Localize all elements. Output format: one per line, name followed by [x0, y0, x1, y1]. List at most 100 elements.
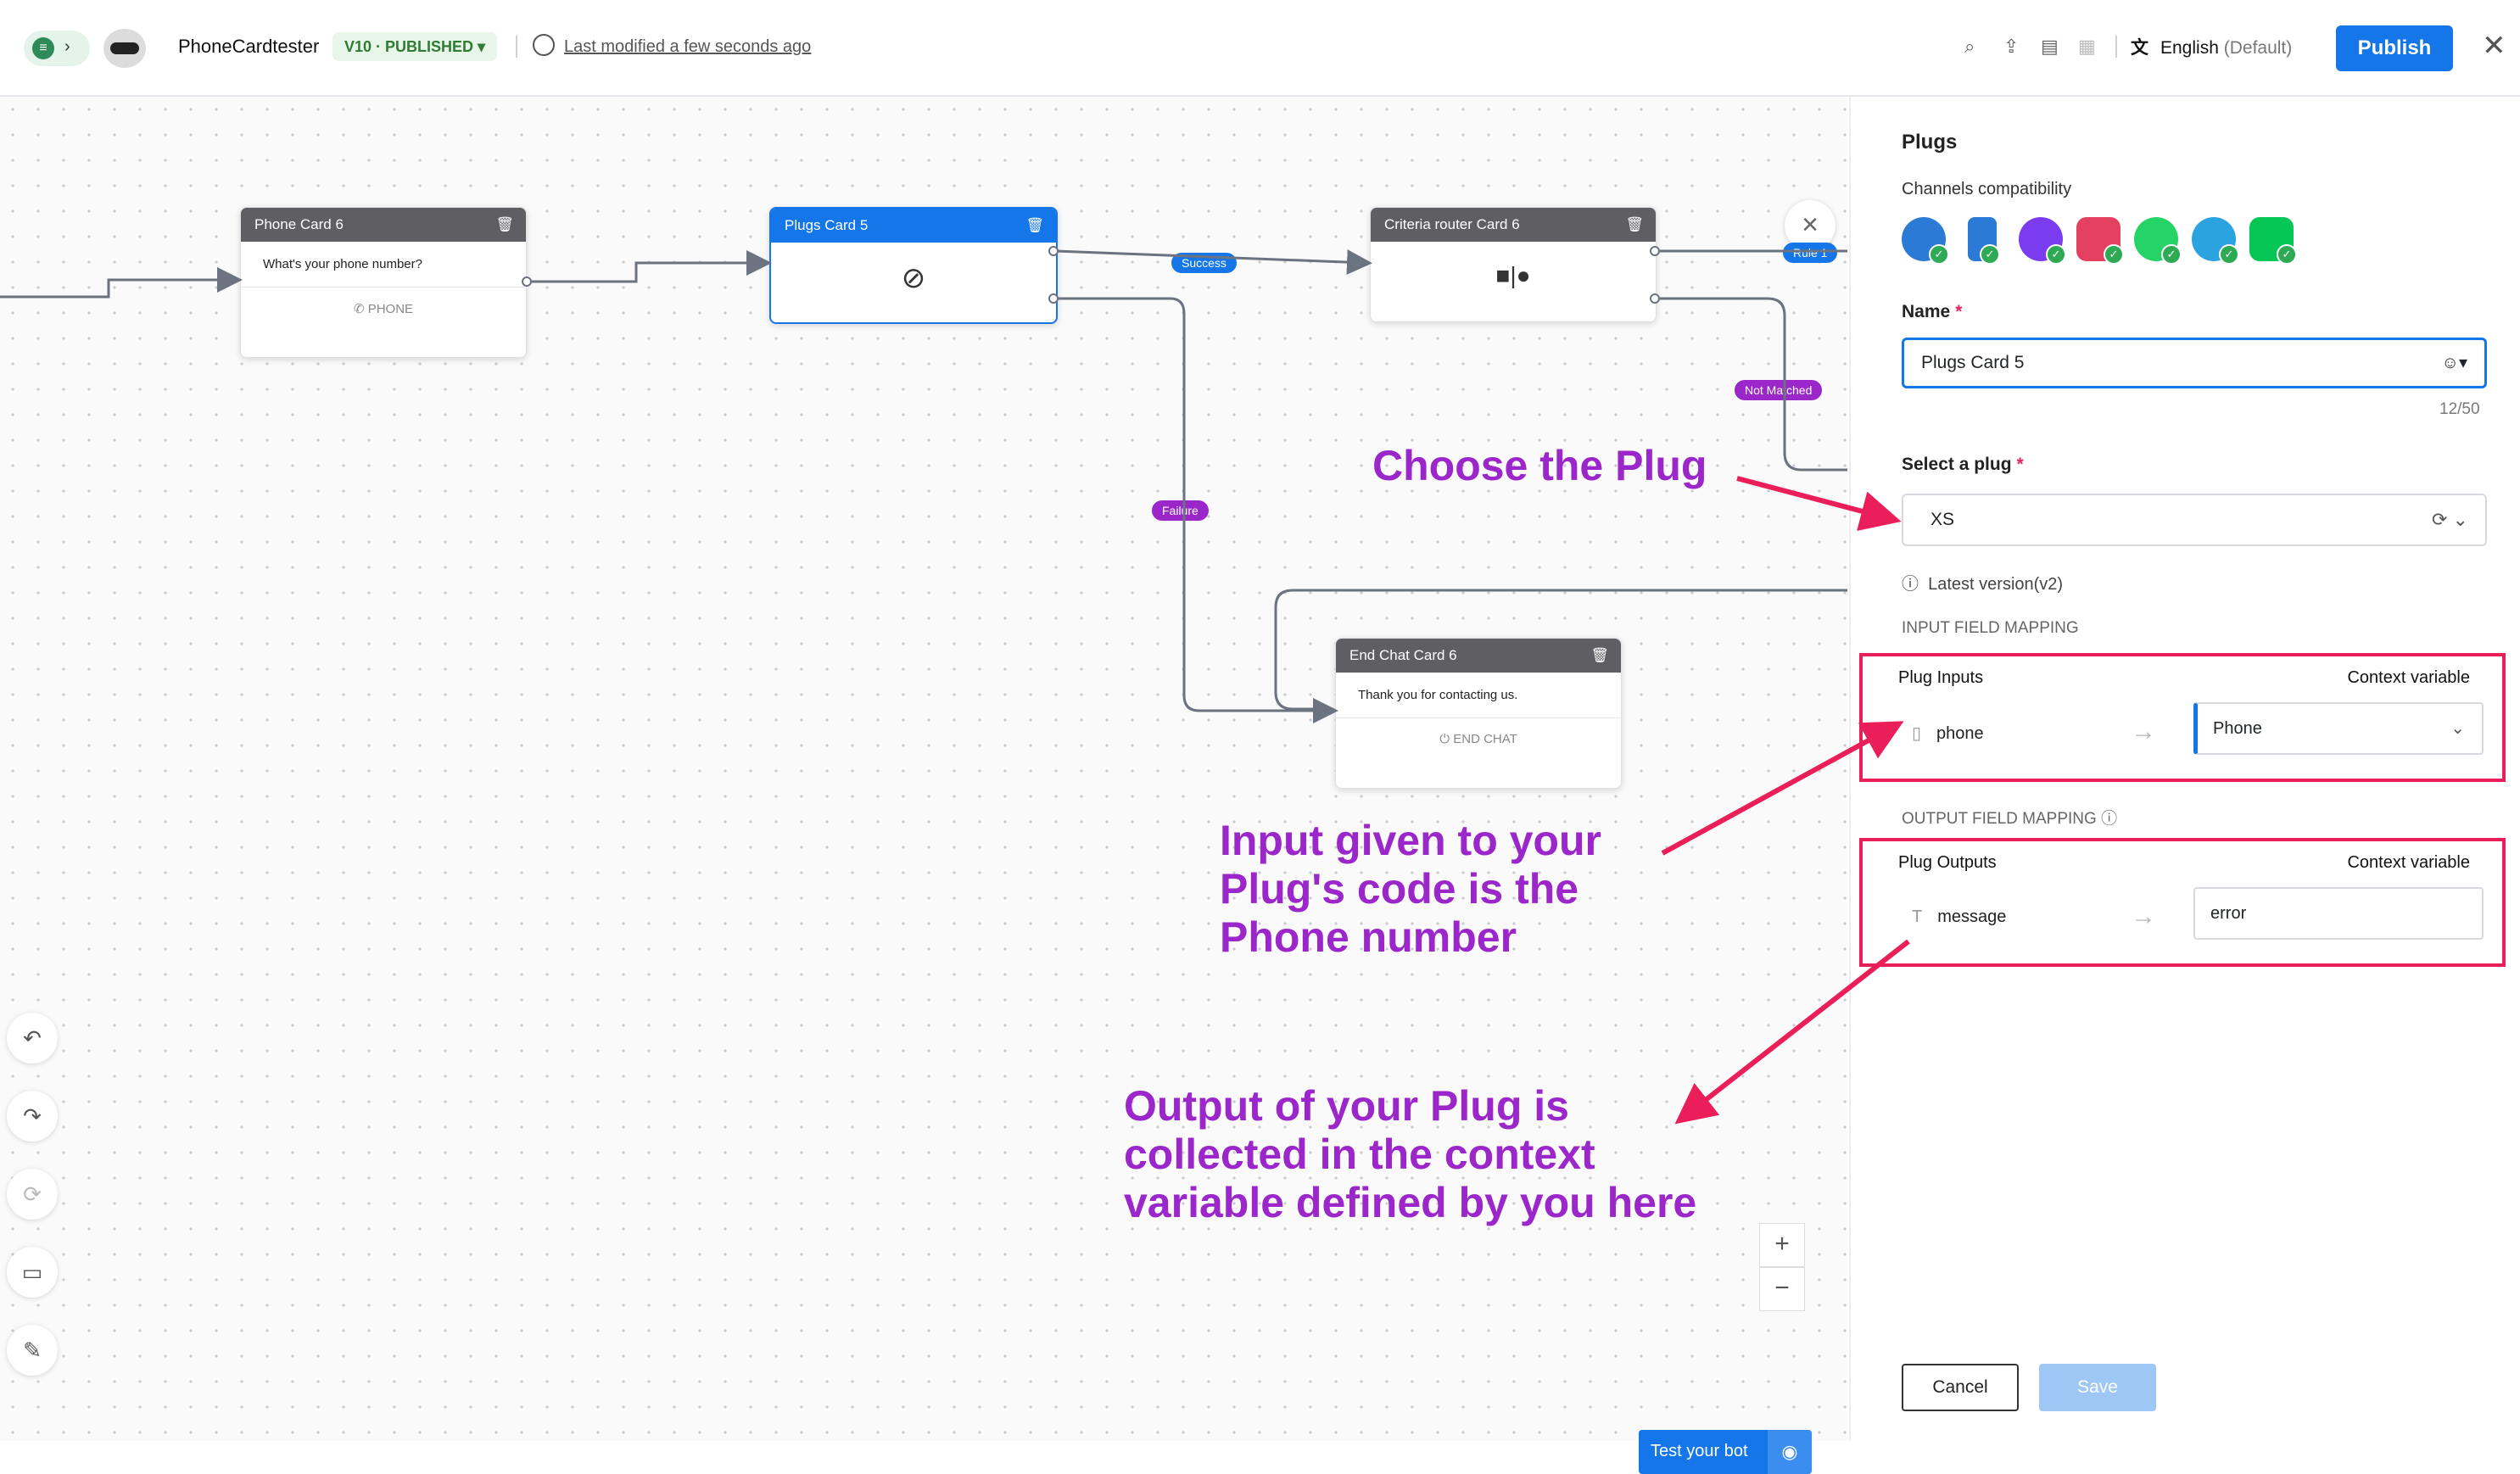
divider [2115, 36, 2117, 58]
input-context-value: Phone [2213, 719, 2262, 738]
divider [516, 36, 517, 58]
card-header: End Chat Card 6 🗑 [1336, 639, 1621, 673]
trash-icon[interactable]: 🗑 [1025, 217, 1044, 233]
refresh-chevron-icon[interactable]: ⟳ ⌄ [2432, 509, 2468, 530]
input-mapping-box: Plug Inputs Context variable ▯phone → Ph… [1859, 653, 2506, 782]
name-input-value: Plugs Card 5 [1921, 353, 2025, 372]
test-bot-label: Test your bot [1651, 1442, 1748, 1460]
output-field-name: message [1937, 907, 2007, 926]
arrow-right-icon: → [2131, 717, 2156, 745]
trash-icon[interactable]: 🗑 [1625, 216, 1644, 232]
not-matched-connector[interactable]: Not Matched [1735, 380, 1823, 400]
plugs-card[interactable]: Plugs Card 5 🗑 ⊘ [769, 207, 1058, 324]
grid-icon[interactable]: ▦ [2078, 36, 2096, 57]
last-modified-link[interactable]: Last modified a few seconds ago [564, 37, 812, 56]
latest-version-text: Latest version(v2) [1928, 575, 2064, 594]
cancel-button[interactable]: Cancel [1902, 1364, 2019, 1411]
annotation-line: Output of your Plug is [1124, 1082, 1569, 1130]
card-header: Phone Card 6 🗑 [241, 208, 526, 242]
redo-icon[interactable]: ↷ [7, 1091, 58, 1142]
arrow-right-icon: → [2131, 902, 2156, 930]
test-bot-button[interactable]: Test your bot ◉ [1639, 1430, 1812, 1474]
success-connector[interactable]: Success [1171, 253, 1237, 273]
annotation-line: Phone number [1220, 913, 1517, 961]
card-footer: ✆ PHONE [241, 287, 526, 330]
input-field: ▯phone [1912, 723, 1984, 744]
failure-connector[interactable]: Failure [1152, 500, 1209, 521]
telegram-channel-icon: ✓ [2192, 217, 2239, 265]
line-channel-icon: ✓ [2249, 217, 2297, 265]
history-icon[interactable] [533, 34, 555, 56]
context-variable-header: Context variable [2347, 668, 2470, 687]
input-context-select[interactable]: Phone ⌄ [2193, 702, 2484, 755]
whatsapp-channel-icon: ✓ [2134, 217, 2182, 265]
criteria-router-card[interactable]: Criteria router Card 6 🗑 ■|● [1370, 207, 1657, 322]
output-context-value: error [2210, 904, 2247, 923]
version-badge[interactable]: V10 · PUBLISHED ▾ [332, 32, 498, 61]
plug-outputs-header: Plug Outputs [1898, 853, 1997, 872]
annotation-line: collected in the context [1124, 1131, 1595, 1178]
card-header: Criteria router Card 6 🗑 [1371, 208, 1656, 242]
plug-select[interactable]: XS ⟳ ⌄ [1902, 494, 2487, 546]
top-bar: ≡ › PhoneCardtester V10 · PUBLISHED ▾ La… [0, 0, 2520, 97]
card-title: Plugs Card 5 [785, 217, 869, 233]
monitor-icon[interactable]: ▭ [7, 1247, 58, 1298]
magic-wand-icon[interactable]: ✎ [7, 1325, 58, 1376]
card-title: End Chat Card 6 [1349, 647, 1457, 663]
phone-card[interactable]: Phone Card 6 🗑 What's your phone number?… [240, 207, 527, 358]
messenger-channel-icon: ✓ [2019, 217, 2066, 265]
plug-inputs-header: Plug Inputs [1898, 668, 1984, 687]
translate-icon: 文 [2131, 38, 2148, 58]
card-message: What's your phone number? [263, 257, 422, 271]
card-footer: ⏻ END CHAT [1336, 717, 1621, 760]
app-menu-toggle[interactable]: ≡ › [24, 31, 90, 66]
layout-icon[interactable]: ▤ [2041, 36, 2059, 57]
language-selector[interactable]: 文 English (Default) [2131, 34, 2292, 59]
name-input[interactable]: Plugs Card 5 ☺▾ [1902, 338, 2487, 388]
card-message: Thank you for contacting us. [1358, 688, 1518, 702]
name-char-count: 12/50 [2439, 400, 2480, 418]
output-mapping-heading: OUTPUT FIELD MAPPING ⓘ [1902, 806, 2117, 829]
mobile-channel-icon: ✓ [1968, 217, 2000, 265]
bot-avatar[interactable] [103, 29, 146, 68]
plug-label-text: Select a plug [1902, 455, 2012, 474]
trash-icon[interactable]: 🗑 [1590, 647, 1609, 663]
annotation-input: Input given to your Plug's code is the P… [1220, 817, 1601, 962]
language-label: English [2160, 38, 2219, 58]
output-mapping-text: OUTPUT FIELD MAPPING [1902, 810, 2097, 828]
card-title: Criteria router Card 6 [1384, 216, 1520, 232]
upload-icon[interactable]: ⇪ [2003, 36, 2020, 57]
rule-connector[interactable]: Rule 1 [1783, 243, 1838, 263]
latest-version: ⓘ Latest version(v2) [1902, 575, 2064, 594]
language-default: (Default) [2223, 38, 2293, 58]
trash-icon[interactable]: 🗑 [495, 216, 514, 232]
annotation-choose-plug: Choose the Plug [1372, 442, 1707, 489]
flow-canvas[interactable]: × Phone Card 6 🗑 What's your phone numbe… [0, 97, 1847, 1474]
channels-label: Channels compatibility [1902, 180, 2072, 198]
annotation-line: Input given to your [1220, 817, 1601, 864]
plugs-panel: Plugs Channels compatibility ✓ ✓ ✓ ✓ ✓ ✓… [1849, 97, 2520, 1441]
zoom-in-button[interactable]: + [1759, 1223, 1805, 1267]
card-title: Phone Card 6 [254, 216, 344, 232]
variable-picker-icon[interactable]: ☺▾ [2441, 354, 2467, 372]
undo-icon[interactable]: ↶ [7, 1013, 58, 1064]
phone-field-icon: ▯ [1912, 724, 1922, 743]
save-button[interactable]: Save [2039, 1364, 2156, 1411]
zoom-out-button[interactable]: − [1759, 1267, 1805, 1311]
card-footer-label: PHONE [367, 302, 414, 316]
web-channel-icon: ✓ [1902, 217, 1949, 265]
refresh-icon[interactable]: ⟳ [7, 1169, 58, 1220]
eye-icon[interactable]: ◉ [1768, 1430, 1812, 1474]
chevron-down-icon: ⌄ [2450, 719, 2465, 738]
panel-title: Plugs [1902, 131, 1958, 154]
help-icon[interactable]: ⓘ [2101, 810, 2118, 828]
bot-name: PhoneCardtester [178, 36, 320, 57]
context-variable-header: Context variable [2347, 853, 2470, 872]
output-context-input[interactable]: error [2193, 887, 2484, 940]
close-icon[interactable]: ✕ [2482, 30, 2506, 62]
publish-button[interactable]: Publish [2336, 25, 2453, 71]
search-icon[interactable]: ⌕ [1964, 36, 1975, 57]
end-chat-card[interactable]: End Chat Card 6 🗑 Thank you for contacti… [1335, 638, 1622, 789]
